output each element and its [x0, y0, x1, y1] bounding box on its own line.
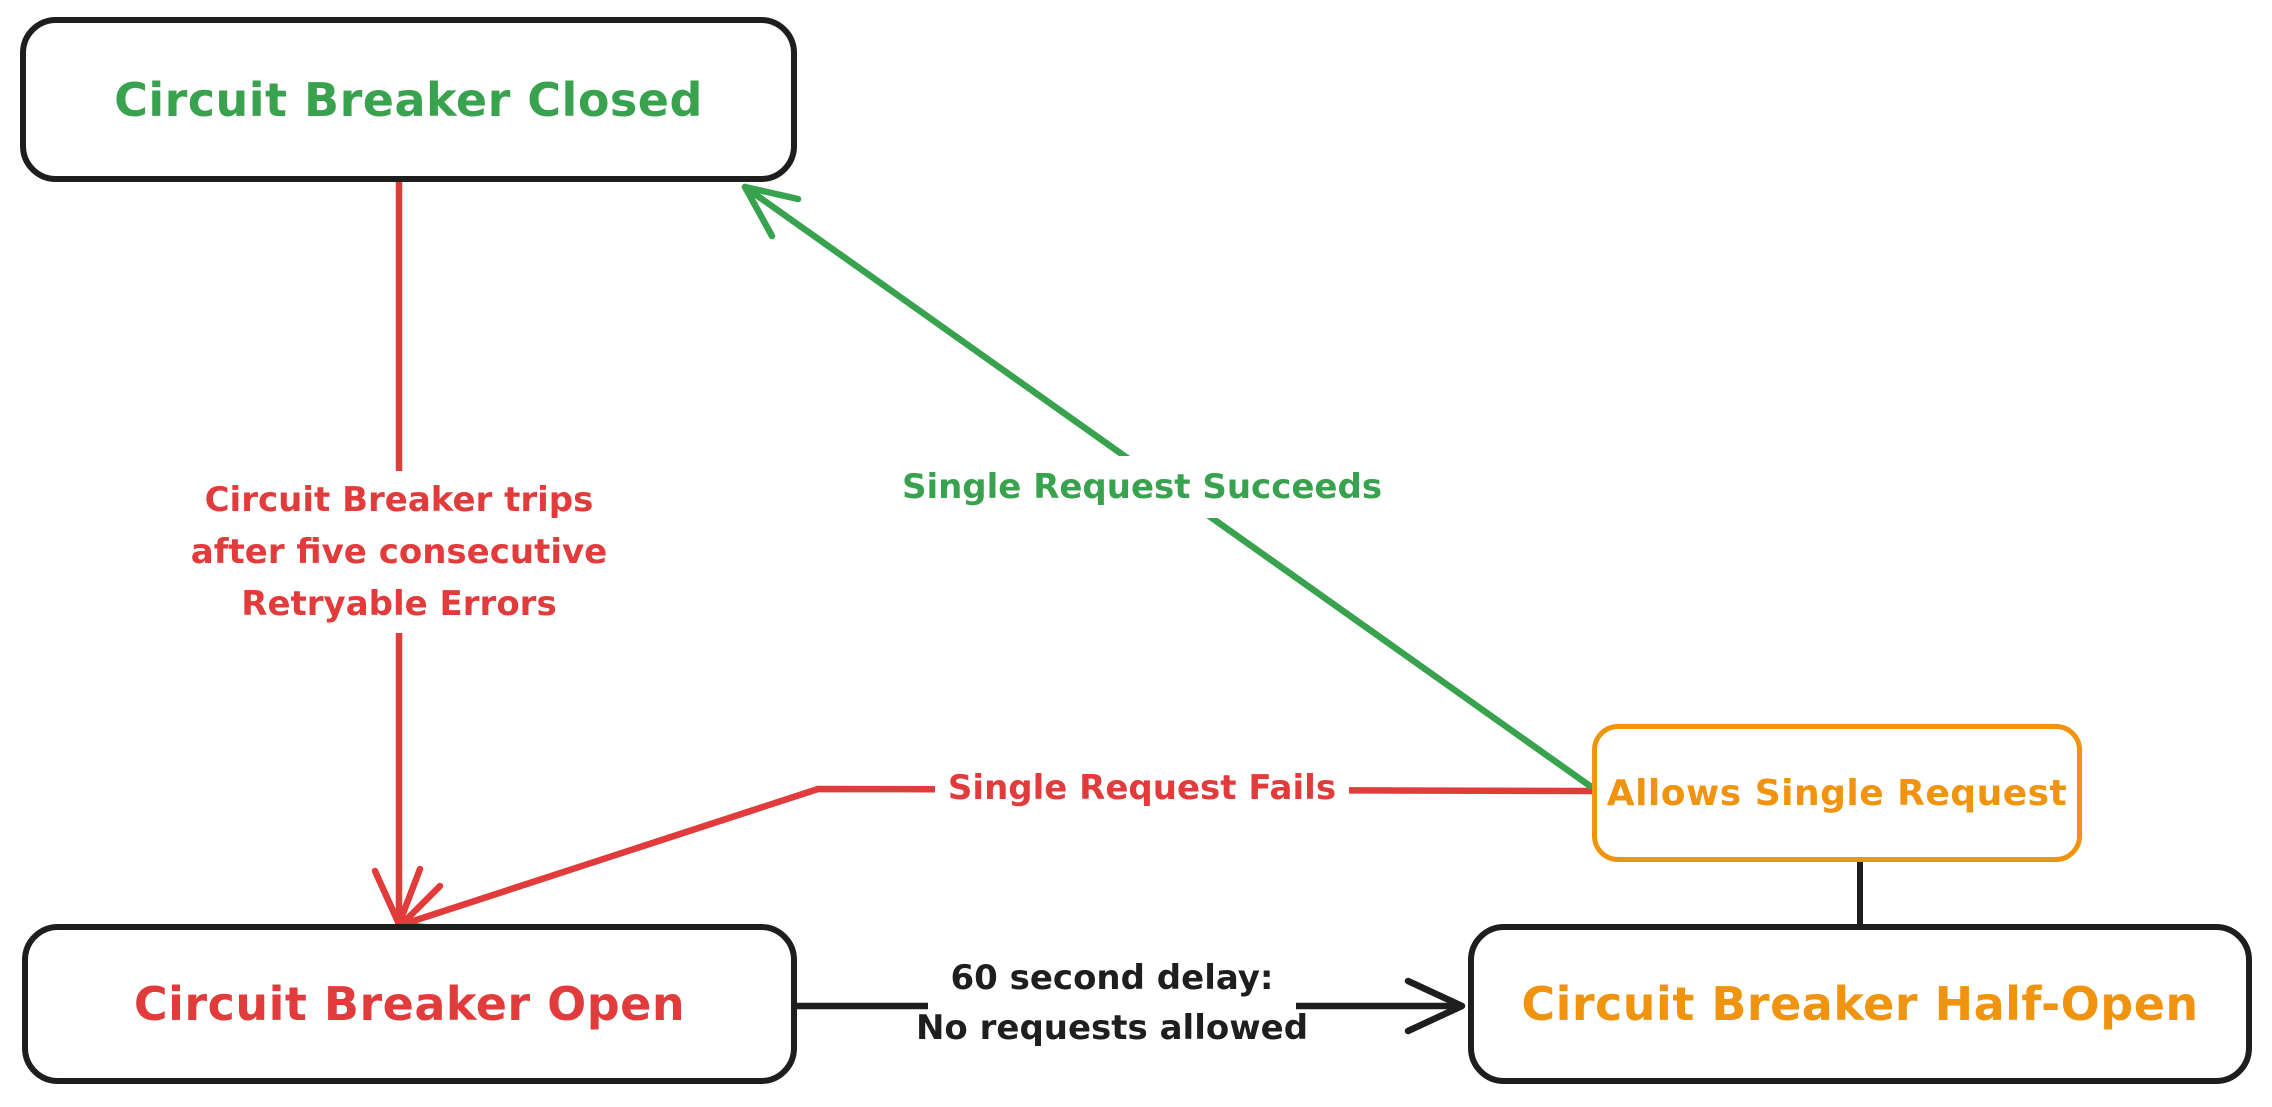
edge-label-trips: Circuit Breaker trips after five consecu… [146, 471, 652, 633]
edge-label-delay: 60 second delay: No requests allowed [916, 950, 1308, 1056]
edge-label-delay-line2: No requests allowed [915, 1008, 1309, 1048]
node-circuit-breaker-half-open: Circuit Breaker Half-Open [1468, 924, 2252, 1084]
edge-label-fails-text: Single Request Fails [947, 768, 1337, 808]
node-circuit-breaker-half-open-label: Circuit Breaker Half-Open [1521, 977, 2199, 1031]
edge-label-delay-line1: 60 second delay: [950, 958, 1274, 998]
edge-label-fails: Single Request Fails [935, 758, 1349, 818]
edge-label-trips-line1: Circuit Breaker trips [204, 480, 594, 520]
edge-succeeds-arrowhead [741, 183, 802, 240]
edge-label-succeeds: Single Request Succeeds [902, 456, 1382, 518]
edge-label-succeeds-text: Single Request Succeeds [901, 467, 1383, 507]
node-circuit-breaker-open-label: Circuit Breaker Open [133, 977, 686, 1031]
node-allows-single-request: Allows Single Request [1592, 724, 2082, 862]
node-allows-single-request-label: Allows Single Request [1606, 772, 2068, 814]
edge-delay-arrowhead [1404, 977, 1466, 1035]
node-circuit-breaker-closed-label: Circuit Breaker Closed [114, 72, 703, 127]
edge-label-trips-line3: Retryable Errors [241, 584, 557, 624]
node-circuit-breaker-closed: Circuit Breaker Closed [20, 17, 797, 182]
node-circuit-breaker-open: Circuit Breaker Open [22, 924, 797, 1084]
edge-label-trips-line2: after five consecutive [190, 532, 608, 572]
